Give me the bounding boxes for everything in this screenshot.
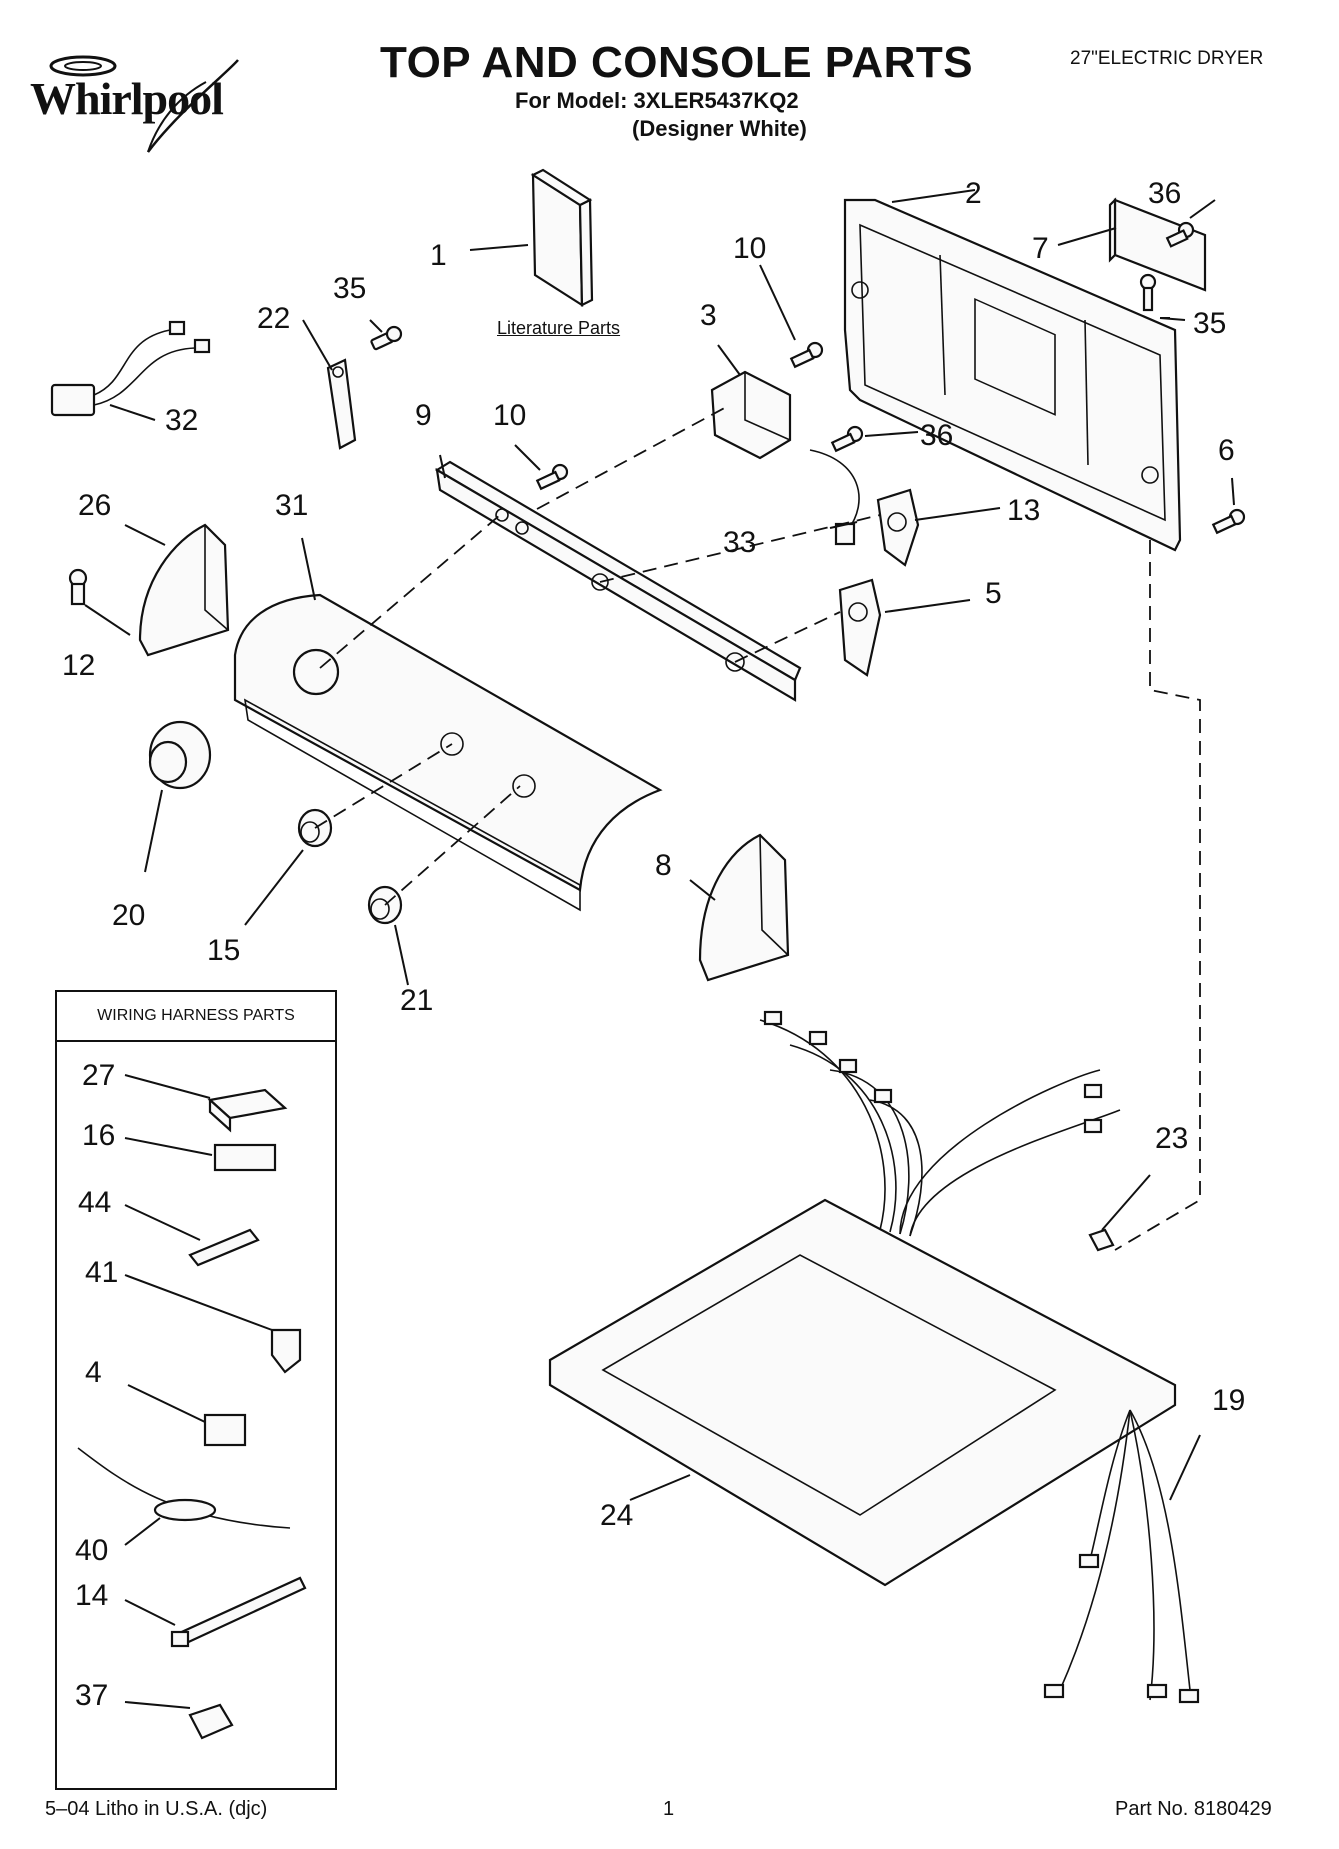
footer-page-number: 1 [663, 1798, 675, 1820]
top-panel-part [548, 1198, 1177, 1587]
callout-40: 40 [75, 1534, 108, 1567]
variant-line: (Designer White) [632, 116, 807, 141]
console-rear-panel-part [843, 198, 1182, 552]
callout-1: 1 [430, 239, 447, 272]
callout-3: 3 [700, 299, 717, 332]
brand-name: Whirlpool [30, 73, 224, 124]
wire-harness-top-part [759, 1010, 1121, 1237]
control-bracket-part [434, 460, 802, 702]
end-cap-part-26 [138, 523, 230, 657]
clip-part-23 [1088, 1228, 1115, 1252]
callout-19: 19 [1212, 1384, 1245, 1417]
brand-logo: Whirlpool [30, 72, 224, 125]
callout-35-right: 35 [1193, 307, 1226, 340]
screw-part-35-top [370, 325, 403, 351]
screw-part-6 [1211, 508, 1246, 535]
callout-2: 2 [965, 177, 982, 210]
callout-10-mid: 10 [493, 399, 526, 432]
callout-35-top: 35 [333, 272, 366, 305]
callout-24: 24 [600, 1499, 633, 1532]
harness-part-41 [270, 1328, 302, 1374]
model-line: For Model: 3XLER5437KQ2 [515, 88, 799, 113]
callout-41: 41 [85, 1256, 118, 1289]
harness-part-40 [77, 1447, 291, 1529]
footer-part-number: Part No. 8180429 [1115, 1798, 1272, 1820]
screw-part-10-top [789, 341, 824, 369]
callout-6: 6 [1218, 434, 1235, 467]
callout-13: 13 [1007, 494, 1040, 527]
callout-8: 8 [655, 849, 672, 882]
harness-part-44 [188, 1228, 260, 1267]
connector-harness-part [50, 320, 211, 417]
harness-part-16 [213, 1143, 277, 1172]
harness-part-37 [188, 1703, 234, 1740]
harness-part-4 [203, 1413, 247, 1447]
switch-part-13 [876, 488, 920, 567]
callout-15: 15 [207, 934, 240, 967]
callout-23: 23 [1155, 1122, 1188, 1155]
brand-swoosh-icon [49, 55, 239, 153]
timer-switch-part [710, 370, 792, 460]
callout-20: 20 [112, 899, 145, 932]
callout-12: 12 [62, 649, 95, 682]
screw-part-36-top [1165, 221, 1195, 248]
callout-44: 44 [78, 1186, 111, 1219]
screw-part-12 [68, 568, 88, 606]
wiring-harness-box [55, 990, 337, 1790]
callout-14: 14 [75, 1579, 108, 1612]
callout-36-top: 36 [1148, 177, 1181, 210]
wiring-harness-title: WIRING HARNESS PARTS [55, 990, 337, 1042]
screw-part-36-mid [830, 425, 864, 453]
literature-booklet-part [530, 168, 594, 308]
callout-7: 7 [1032, 232, 1049, 265]
wire-harness-bottom-part [1043, 1409, 1200, 1704]
literature-parts-label: Literature Parts [497, 318, 621, 338]
screw-part-35-right [1139, 273, 1157, 312]
callout-16: 16 [82, 1119, 115, 1152]
callout-9: 9 [415, 399, 432, 432]
callout-31: 31 [275, 489, 308, 522]
end-cap-part-8 [698, 833, 790, 982]
callout-22: 22 [257, 302, 290, 335]
bracket-part [1108, 197, 1207, 292]
product-line: 27"ELECTRIC DRYER [1070, 48, 1264, 69]
callout-26: 26 [78, 489, 111, 522]
knob-part-20 [148, 720, 212, 790]
screw-part-10-mid [535, 463, 569, 491]
callout-10-top: 10 [733, 232, 766, 265]
footer-litho: 5–04 Litho in U.S.A. (djc) [45, 1798, 268, 1820]
callout-32: 32 [165, 404, 198, 437]
callout-4: 4 [85, 1356, 102, 1389]
lever-part [326, 358, 357, 450]
callout-37: 37 [75, 1679, 108, 1712]
callout-21: 21 [400, 984, 433, 1017]
callout-36-mid: 36 [920, 419, 953, 452]
callout-5: 5 [985, 577, 1002, 610]
page-title: TOP AND CONSOLE PARTS [380, 38, 974, 87]
console-part [233, 593, 663, 912]
callout-27: 27 [82, 1059, 115, 1092]
callout-33: 33 [723, 526, 756, 559]
harness-part-27 [207, 1088, 288, 1133]
harness-part-14 [170, 1576, 307, 1648]
switch-part-5 [838, 578, 882, 677]
